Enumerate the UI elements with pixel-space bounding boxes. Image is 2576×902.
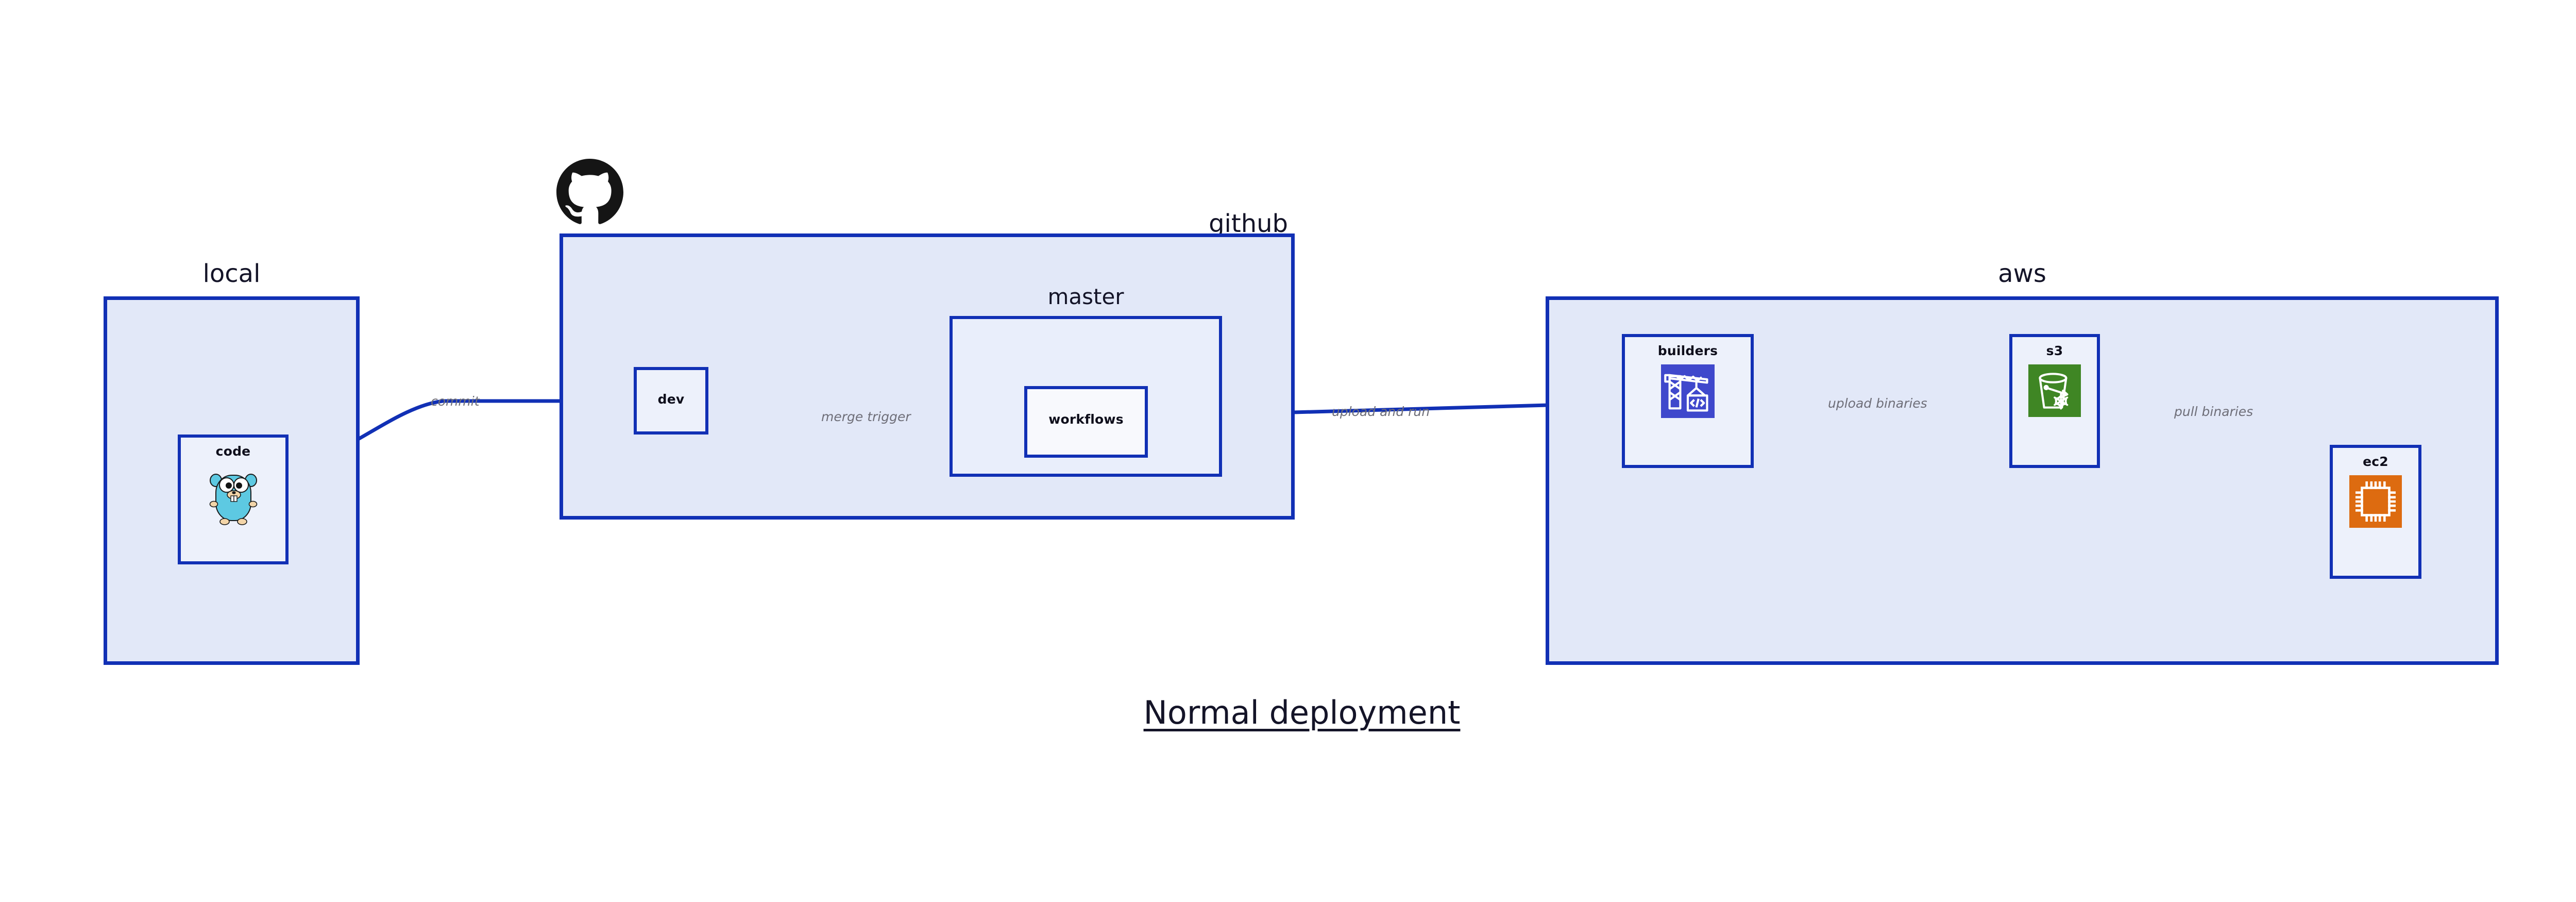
edge-label-pull-binaries: pull binaries (2174, 404, 2253, 419)
github-octocat-logo (556, 158, 623, 226)
node-ec2-label: ec2 (2363, 454, 2388, 469)
cluster-title-master: master (1047, 284, 1124, 309)
go-gopher-icon (209, 465, 258, 527)
aws-ec2-chip-icon (2349, 475, 2402, 528)
cluster-local (104, 296, 360, 665)
aws-codebuild-crane-icon (1661, 364, 1715, 418)
node-s3-label: s3 (2046, 343, 2063, 358)
diagram-title: Normal deployment (1143, 694, 1461, 731)
node-code[interactable]: code (178, 435, 289, 564)
cluster-title-github: github (1209, 209, 1288, 238)
edge-label-upload-and-run: upload and run (1332, 404, 1430, 419)
cluster-title-aws: aws (1998, 259, 2046, 288)
node-code-label: code (215, 444, 251, 459)
node-workflows-label: workflows (1048, 412, 1124, 427)
aws-s3-bucket-icon (2028, 364, 2081, 417)
node-dev[interactable]: dev (634, 367, 708, 435)
cluster-title-local: local (202, 259, 261, 288)
node-dev-label: dev (657, 392, 685, 407)
node-s3[interactable]: s3 (2009, 334, 2100, 468)
node-ec2[interactable]: ec2 (2330, 445, 2421, 579)
edge-label-merge-trigger: merge trigger (821, 409, 911, 424)
node-workflows[interactable]: workflows (1024, 386, 1148, 458)
edge-label-commit: commit (431, 394, 480, 409)
node-builders-label: builders (1657, 343, 1718, 358)
edge-label-upload-binaries: upload binaries (1828, 396, 1927, 411)
node-builders[interactable]: builders (1622, 334, 1754, 468)
